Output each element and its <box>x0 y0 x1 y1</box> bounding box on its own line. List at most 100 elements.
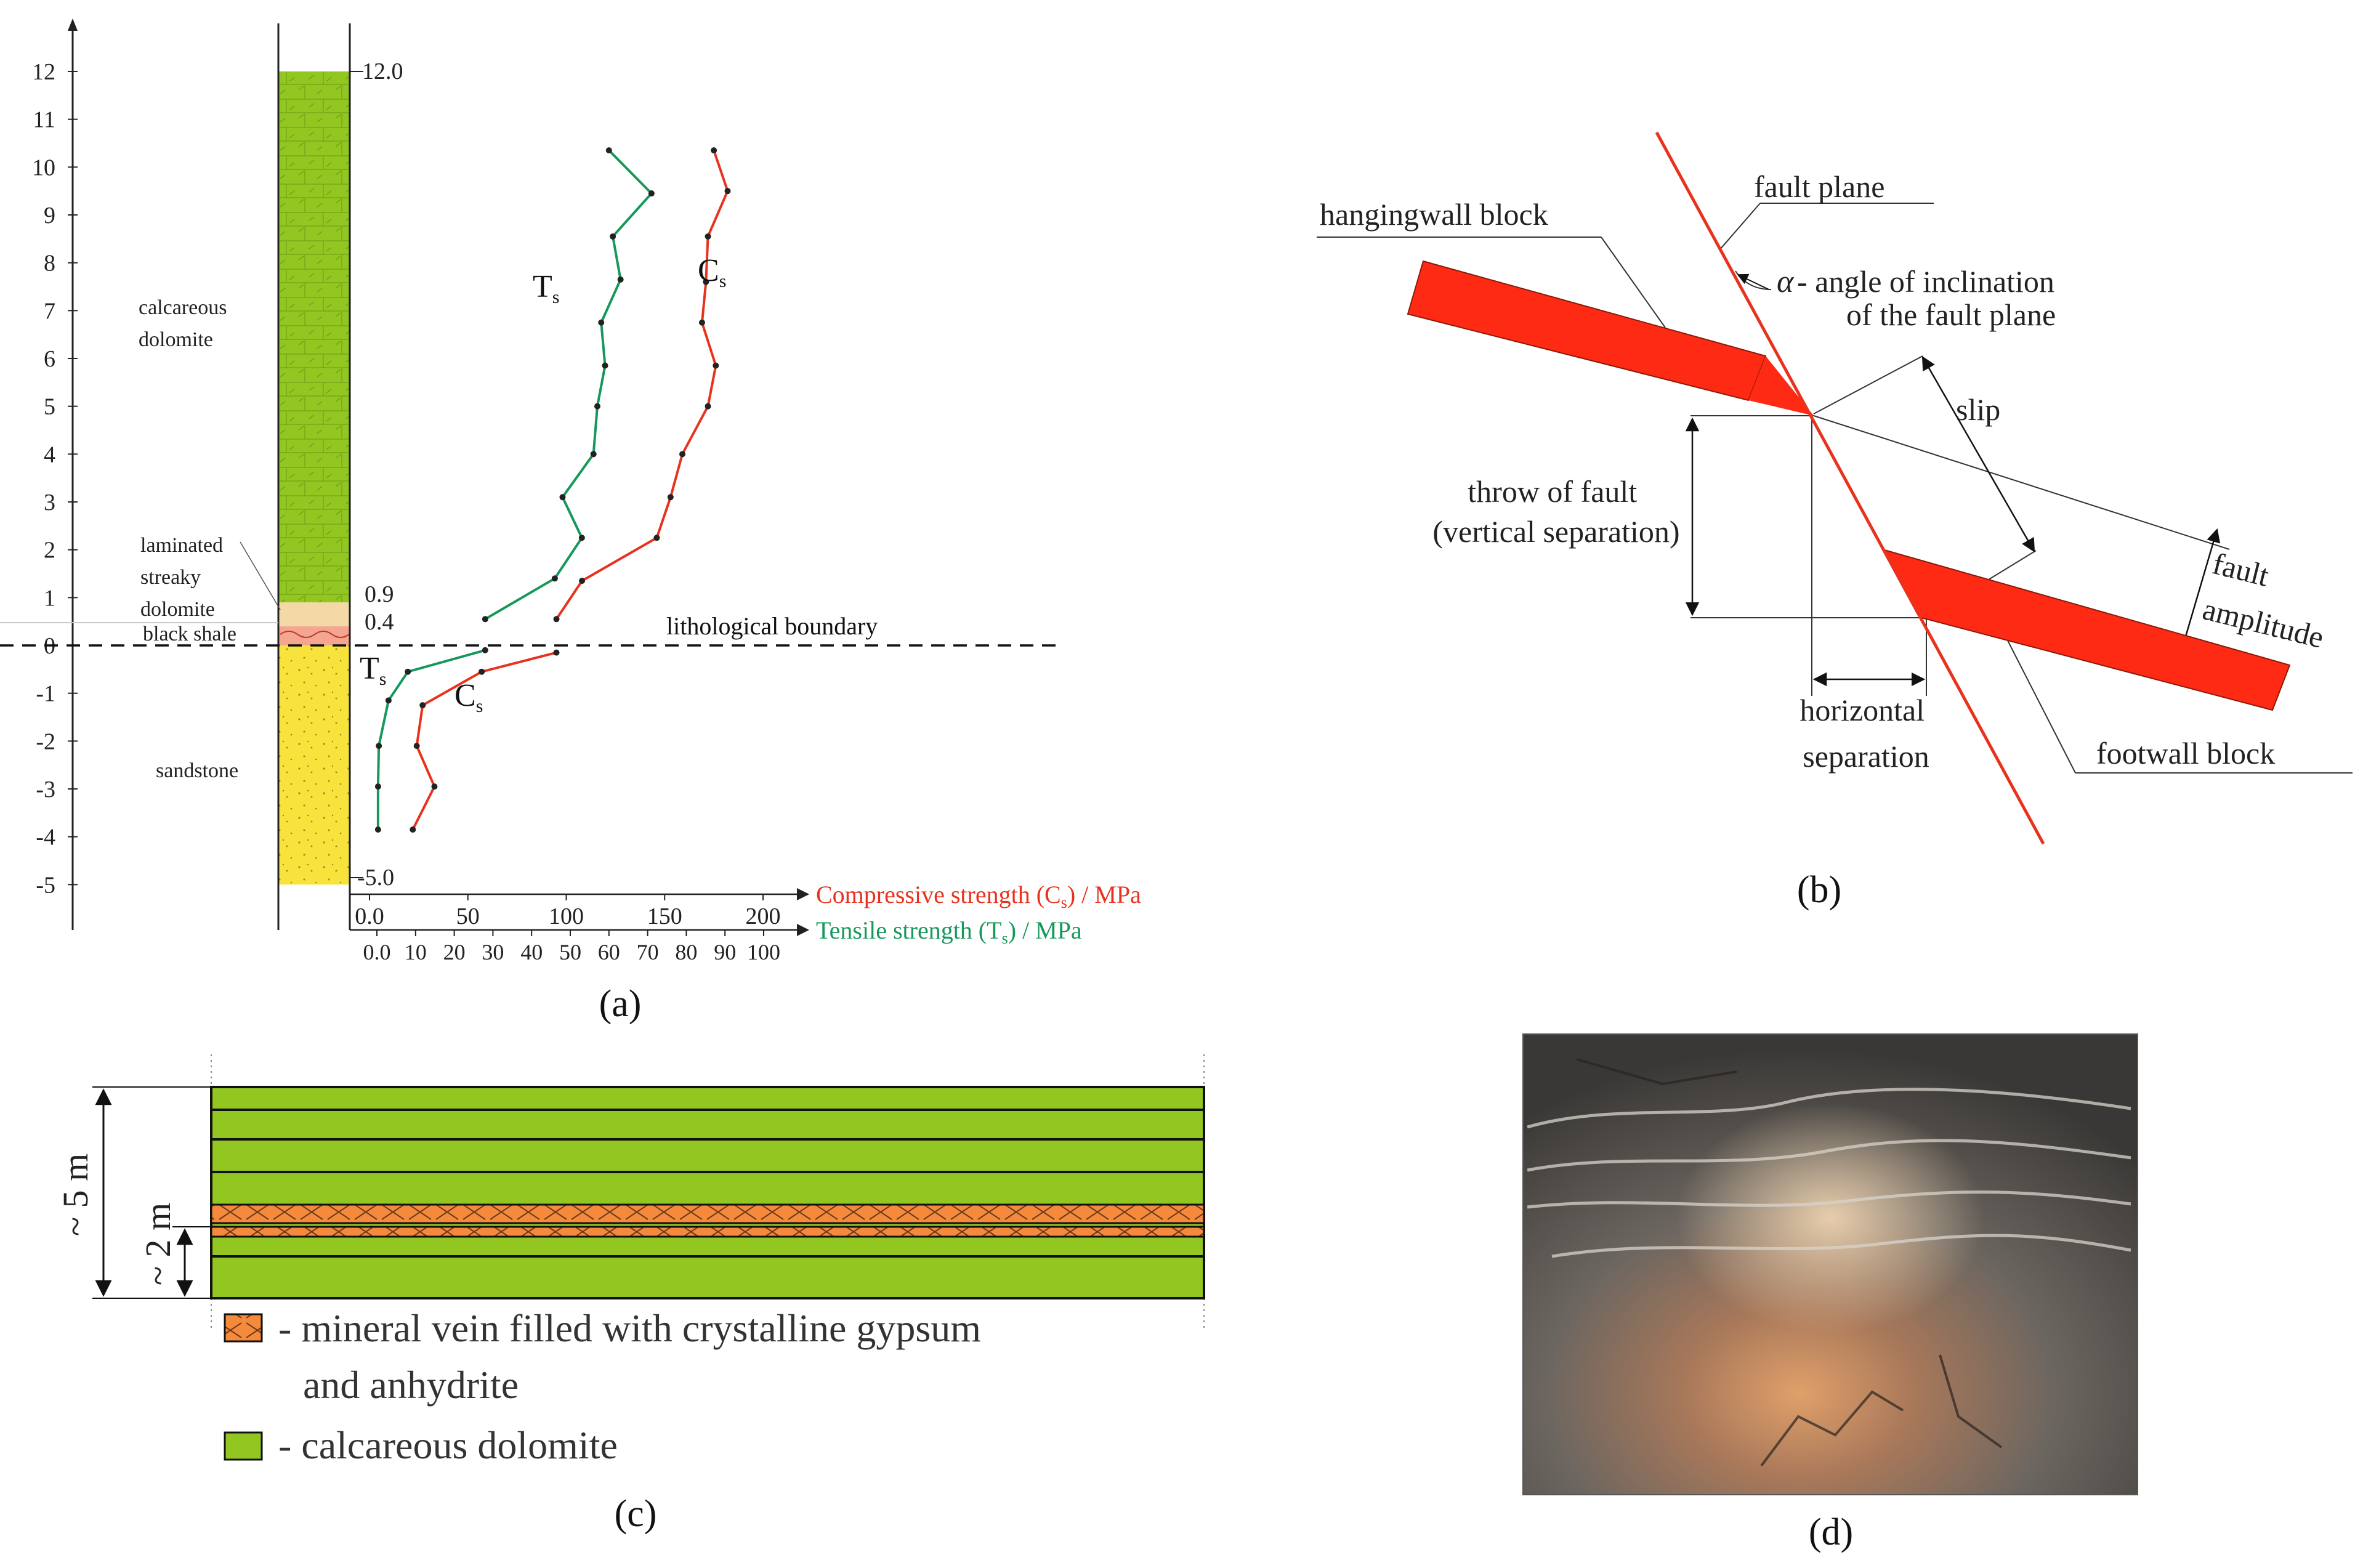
depth-tick-label: 10 <box>32 155 55 180</box>
cs-lower-label: Cs <box>454 678 483 716</box>
panel-c: ~ 5 m ~ 2 m - mineral vein filled with c… <box>55 1054 1205 1535</box>
ts-tick-label: 100 <box>747 940 780 964</box>
ts-axis-label: Tensile strength (Ts) / MPa <box>816 916 1082 947</box>
depth-tick-label: 9 <box>44 203 55 228</box>
lithology-column <box>278 71 350 885</box>
hangingwall-leader-diag <box>1601 236 1666 328</box>
ts-tick-label: 0.0 <box>363 940 391 964</box>
ts-point <box>602 362 608 369</box>
cs-point <box>705 403 711 410</box>
label-black-shale: black shale <box>143 623 236 645</box>
ts-point <box>590 451 597 458</box>
label-laminated-dolomite: laminated streaky dolomite <box>140 534 228 621</box>
cs-point <box>553 649 560 656</box>
slip-offset-top <box>1813 355 1923 414</box>
hangingwall-label: hangingwall block <box>1320 197 1548 232</box>
depth-tick-label: -5 <box>36 872 55 898</box>
fault-plane-leader-diag <box>1719 203 1761 251</box>
ts-lower-line <box>376 649 486 830</box>
ts-tick-label: 70 <box>637 940 659 964</box>
fault-plane-line <box>1655 131 2045 845</box>
layer-lines <box>211 1109 1204 1258</box>
fault-plane-label: fault plane <box>1754 169 1884 204</box>
throw-label: throw of fault (vertical separation) <box>1432 474 1679 549</box>
cs-point <box>679 451 686 458</box>
depth-tick-label: 5 <box>44 394 55 420</box>
ts-tick-label: 90 <box>714 940 736 964</box>
cs-point <box>653 535 660 541</box>
dim-2m-label: ~ 2 m <box>138 1203 178 1286</box>
depth-tick-label: -3 <box>36 777 55 802</box>
cs-point <box>479 668 485 675</box>
cs-tick-label: 0.0 <box>355 903 384 929</box>
ts-point <box>551 575 558 582</box>
depth-tick-label: 3 <box>44 490 55 515</box>
mark-09: 0.9 <box>365 581 394 607</box>
legend-vein-swatch <box>224 1313 263 1343</box>
panel-label-a: (a) <box>599 983 642 1025</box>
cs-point <box>431 783 438 790</box>
cs-point <box>703 278 709 285</box>
ts-tick-label: 20 <box>443 940 466 964</box>
cs-tick-label: 200 <box>746 903 781 929</box>
depth-tick-label: 6 <box>44 346 55 372</box>
cs-point <box>579 578 586 584</box>
footwall-leader-diag <box>2007 640 2076 774</box>
ts-point <box>559 494 566 501</box>
mine-photo-cracks <box>1576 1058 2003 1467</box>
cs-point <box>419 702 426 709</box>
depth-tick-label: 2 <box>44 538 55 564</box>
strength-curves <box>374 147 731 833</box>
mineral-vein-band-2 <box>210 1226 1205 1238</box>
ts-tick-label: 10 <box>405 940 427 964</box>
cs-upper-label: Cs <box>698 253 726 291</box>
ts-point <box>482 616 488 623</box>
laminated-leader-line <box>240 541 281 610</box>
depth-tick-label: 4 <box>44 442 55 467</box>
legend-dolomite-text: - calcareous dolomite <box>278 1423 618 1467</box>
label-sandstone: sandstone <box>156 759 238 782</box>
depth-tick-label: 11 <box>33 107 55 133</box>
depth-tick-label: 8 <box>44 251 55 277</box>
cs-point <box>410 826 416 833</box>
cs-point <box>413 743 420 750</box>
layer-calcareous-dolomite <box>278 71 350 603</box>
depth-tick-label: 1 <box>44 585 55 611</box>
mark-04: 0.4 <box>365 609 394 635</box>
cs-point <box>553 616 560 623</box>
panel-a: 1211109876543210-1-2-3-4-5 12.0 0.9 0.4 … <box>0 18 1141 1025</box>
depth-axis-arrow-icon <box>68 18 78 31</box>
depth-tick-label: -4 <box>36 825 55 851</box>
slip-arrow <box>1921 356 2035 552</box>
depth-tick-label: 7 <box>44 298 55 324</box>
ts-tick-label: 50 <box>559 940 581 964</box>
cs-upper-line <box>555 150 729 620</box>
cs-lower-line <box>411 651 557 830</box>
mine-photo-veins <box>1527 1088 2131 1258</box>
cs-point <box>667 494 674 501</box>
mark-120: 12.0 <box>362 59 403 84</box>
shale-wave <box>280 631 350 638</box>
ts-point <box>610 233 616 240</box>
dim-5m-label: ~ 5 m <box>55 1154 95 1237</box>
layer-laminated-streaky-dolomite <box>278 602 350 626</box>
layer-black-shale <box>278 626 350 645</box>
ts-point <box>594 403 600 410</box>
lithological-boundary-label: lithological boundary <box>666 612 878 640</box>
ts-point <box>617 276 624 283</box>
ts-upper-label: Ts <box>533 269 559 307</box>
panel-b: fault plane hangingwall block α - angle … <box>1317 131 2353 911</box>
panel-d: (d) <box>1522 1033 2138 1553</box>
cs-point <box>713 362 719 369</box>
depth-tick-label: -1 <box>36 681 55 707</box>
horizontal-label: horizontal separation <box>1800 693 1932 774</box>
hangingwall-block <box>1407 260 1767 402</box>
legend-dolomite-swatch <box>224 1431 263 1461</box>
hangingwall-wedge <box>1748 356 1814 416</box>
depth-tick-label: 12 <box>32 59 55 85</box>
ts-point <box>374 783 381 790</box>
panel-label-d: (d) <box>1809 1511 1853 1553</box>
cs-axis-label: Compressive strength (Cs) / MPa <box>816 881 1141 911</box>
